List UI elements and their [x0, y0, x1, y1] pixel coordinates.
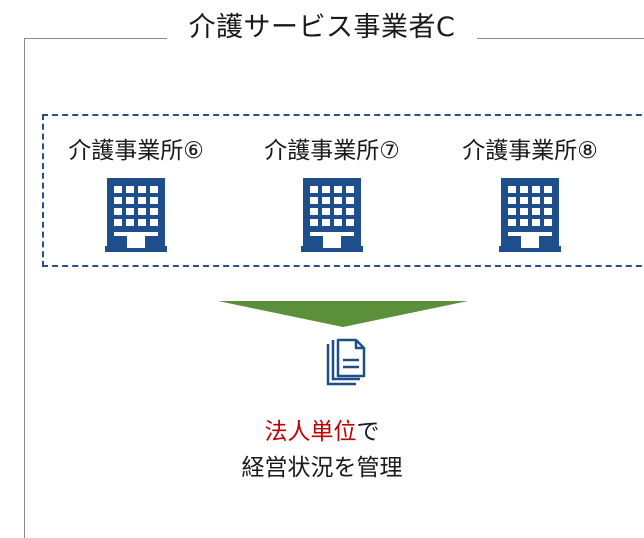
office-6: 介護事業所⑥ [36, 136, 236, 252]
document-icon [326, 338, 366, 386]
office-8: 介護事業所⑧ [430, 136, 630, 252]
caption: 法人単位で 経営状況を管理 [0, 414, 644, 486]
office-label: 介護事業所⑦ [264, 138, 400, 164]
caption-emphasis: 法人単位 [264, 419, 357, 445]
building-icon [499, 178, 561, 252]
building-icon [301, 178, 363, 252]
caption-line-1-rest: で [356, 419, 380, 445]
office-group [42, 114, 644, 267]
caption-line-1: 法人単位で [0, 414, 644, 450]
company-title-text: 介護サービス事業者C [166, 12, 478, 43]
office-label: 介護事業所⑥ [68, 138, 204, 164]
office-7: 介護事業所⑦ [232, 136, 432, 252]
building-icon [105, 178, 167, 252]
caption-line-2: 経営状況を管理 [241, 455, 403, 481]
company-title: 介護サービス事業者C [0, 10, 644, 46]
down-arrow-icon [218, 301, 468, 327]
office-label: 介護事業所⑧ [462, 138, 598, 164]
